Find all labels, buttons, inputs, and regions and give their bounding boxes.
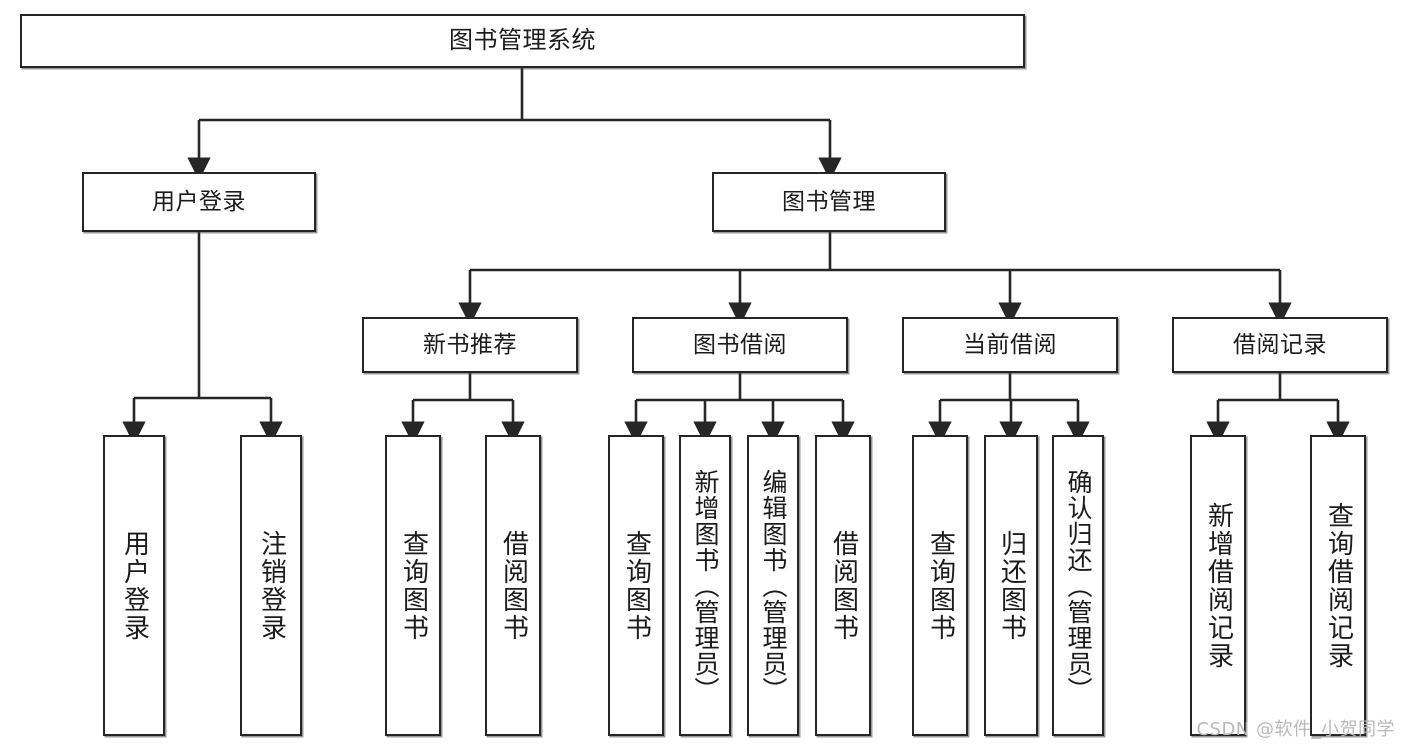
leaf-query-borrow-record-label: 查询借阅记录 bbox=[1323, 501, 1354, 670]
node-new-book-recommend-label: 新书推荐 bbox=[423, 331, 517, 358]
node-book-borrow[interactable]: 图书借阅 bbox=[632, 317, 848, 373]
leaf-query-book-new-label: 查询图书 bbox=[398, 529, 429, 642]
leaf-confirm-return-admin-label: 确认归还（管理员） bbox=[1064, 468, 1093, 703]
leaf-query-book-current-label: 查询图书 bbox=[925, 529, 956, 642]
leaf-borrow-book[interactable]: 借阅图书 bbox=[815, 435, 871, 736]
leaf-query-book-borrow-label: 查询图书 bbox=[621, 529, 652, 642]
leaf-query-book-borrow[interactable]: 查询图书 bbox=[608, 435, 664, 736]
node-current-borrow-label: 当前借阅 bbox=[963, 331, 1057, 358]
leaf-borrow-book-label: 借阅图书 bbox=[828, 529, 859, 642]
csdn-watermark: CSDN @软件_小贺同学 bbox=[1196, 719, 1395, 740]
leaf-return-book-label: 归还图书 bbox=[996, 529, 1027, 642]
leaf-return-book[interactable]: 归还图书 bbox=[984, 435, 1038, 736]
node-borrow-records-label: 借阅记录 bbox=[1233, 331, 1327, 358]
leaf-query-book-new[interactable]: 查询图书 bbox=[385, 435, 441, 736]
node-book-management-label: 图书管理 bbox=[782, 188, 876, 215]
node-book-borrow-label: 图书借阅 bbox=[693, 331, 787, 358]
leaf-query-book-current[interactable]: 查询图书 bbox=[912, 435, 968, 736]
node-new-book-recommend[interactable]: 新书推荐 bbox=[362, 317, 578, 373]
leaf-logout-label: 注销登录 bbox=[256, 529, 287, 642]
node-book-management[interactable]: 图书管理 bbox=[712, 172, 946, 232]
leaf-edit-book-admin[interactable]: 编辑图书（管理员） bbox=[747, 435, 799, 736]
node-root-label: 图书管理系统 bbox=[449, 26, 596, 55]
leaf-user-login-label: 用户登录 bbox=[119, 529, 150, 642]
node-user-login[interactable]: 用户登录 bbox=[82, 172, 316, 232]
node-current-borrow[interactable]: 当前借阅 bbox=[902, 317, 1118, 373]
node-user-login-label: 用户登录 bbox=[152, 188, 246, 215]
node-root[interactable]: 图书管理系统 bbox=[20, 14, 1025, 68]
leaf-add-book-admin[interactable]: 新增图书（管理员） bbox=[679, 435, 731, 736]
node-borrow-records[interactable]: 借阅记录 bbox=[1172, 317, 1388, 373]
leaf-user-login[interactable]: 用户登录 bbox=[103, 435, 165, 736]
leaf-add-book-admin-label: 新增图书（管理员） bbox=[691, 468, 720, 703]
leaf-add-borrow-record[interactable]: 新增借阅记录 bbox=[1190, 435, 1246, 736]
leaf-add-borrow-record-label: 新增借阅记录 bbox=[1203, 501, 1234, 670]
leaf-confirm-return-admin[interactable]: 确认归还（管理员） bbox=[1052, 435, 1104, 736]
leaf-edit-book-admin-label: 编辑图书（管理员） bbox=[759, 468, 788, 703]
leaf-query-borrow-record[interactable]: 查询借阅记录 bbox=[1310, 435, 1366, 736]
leaf-logout[interactable]: 注销登录 bbox=[240, 435, 302, 736]
leaf-borrow-book-new[interactable]: 借阅图书 bbox=[485, 435, 541, 736]
leaf-borrow-book-new-label: 借阅图书 bbox=[498, 529, 529, 642]
